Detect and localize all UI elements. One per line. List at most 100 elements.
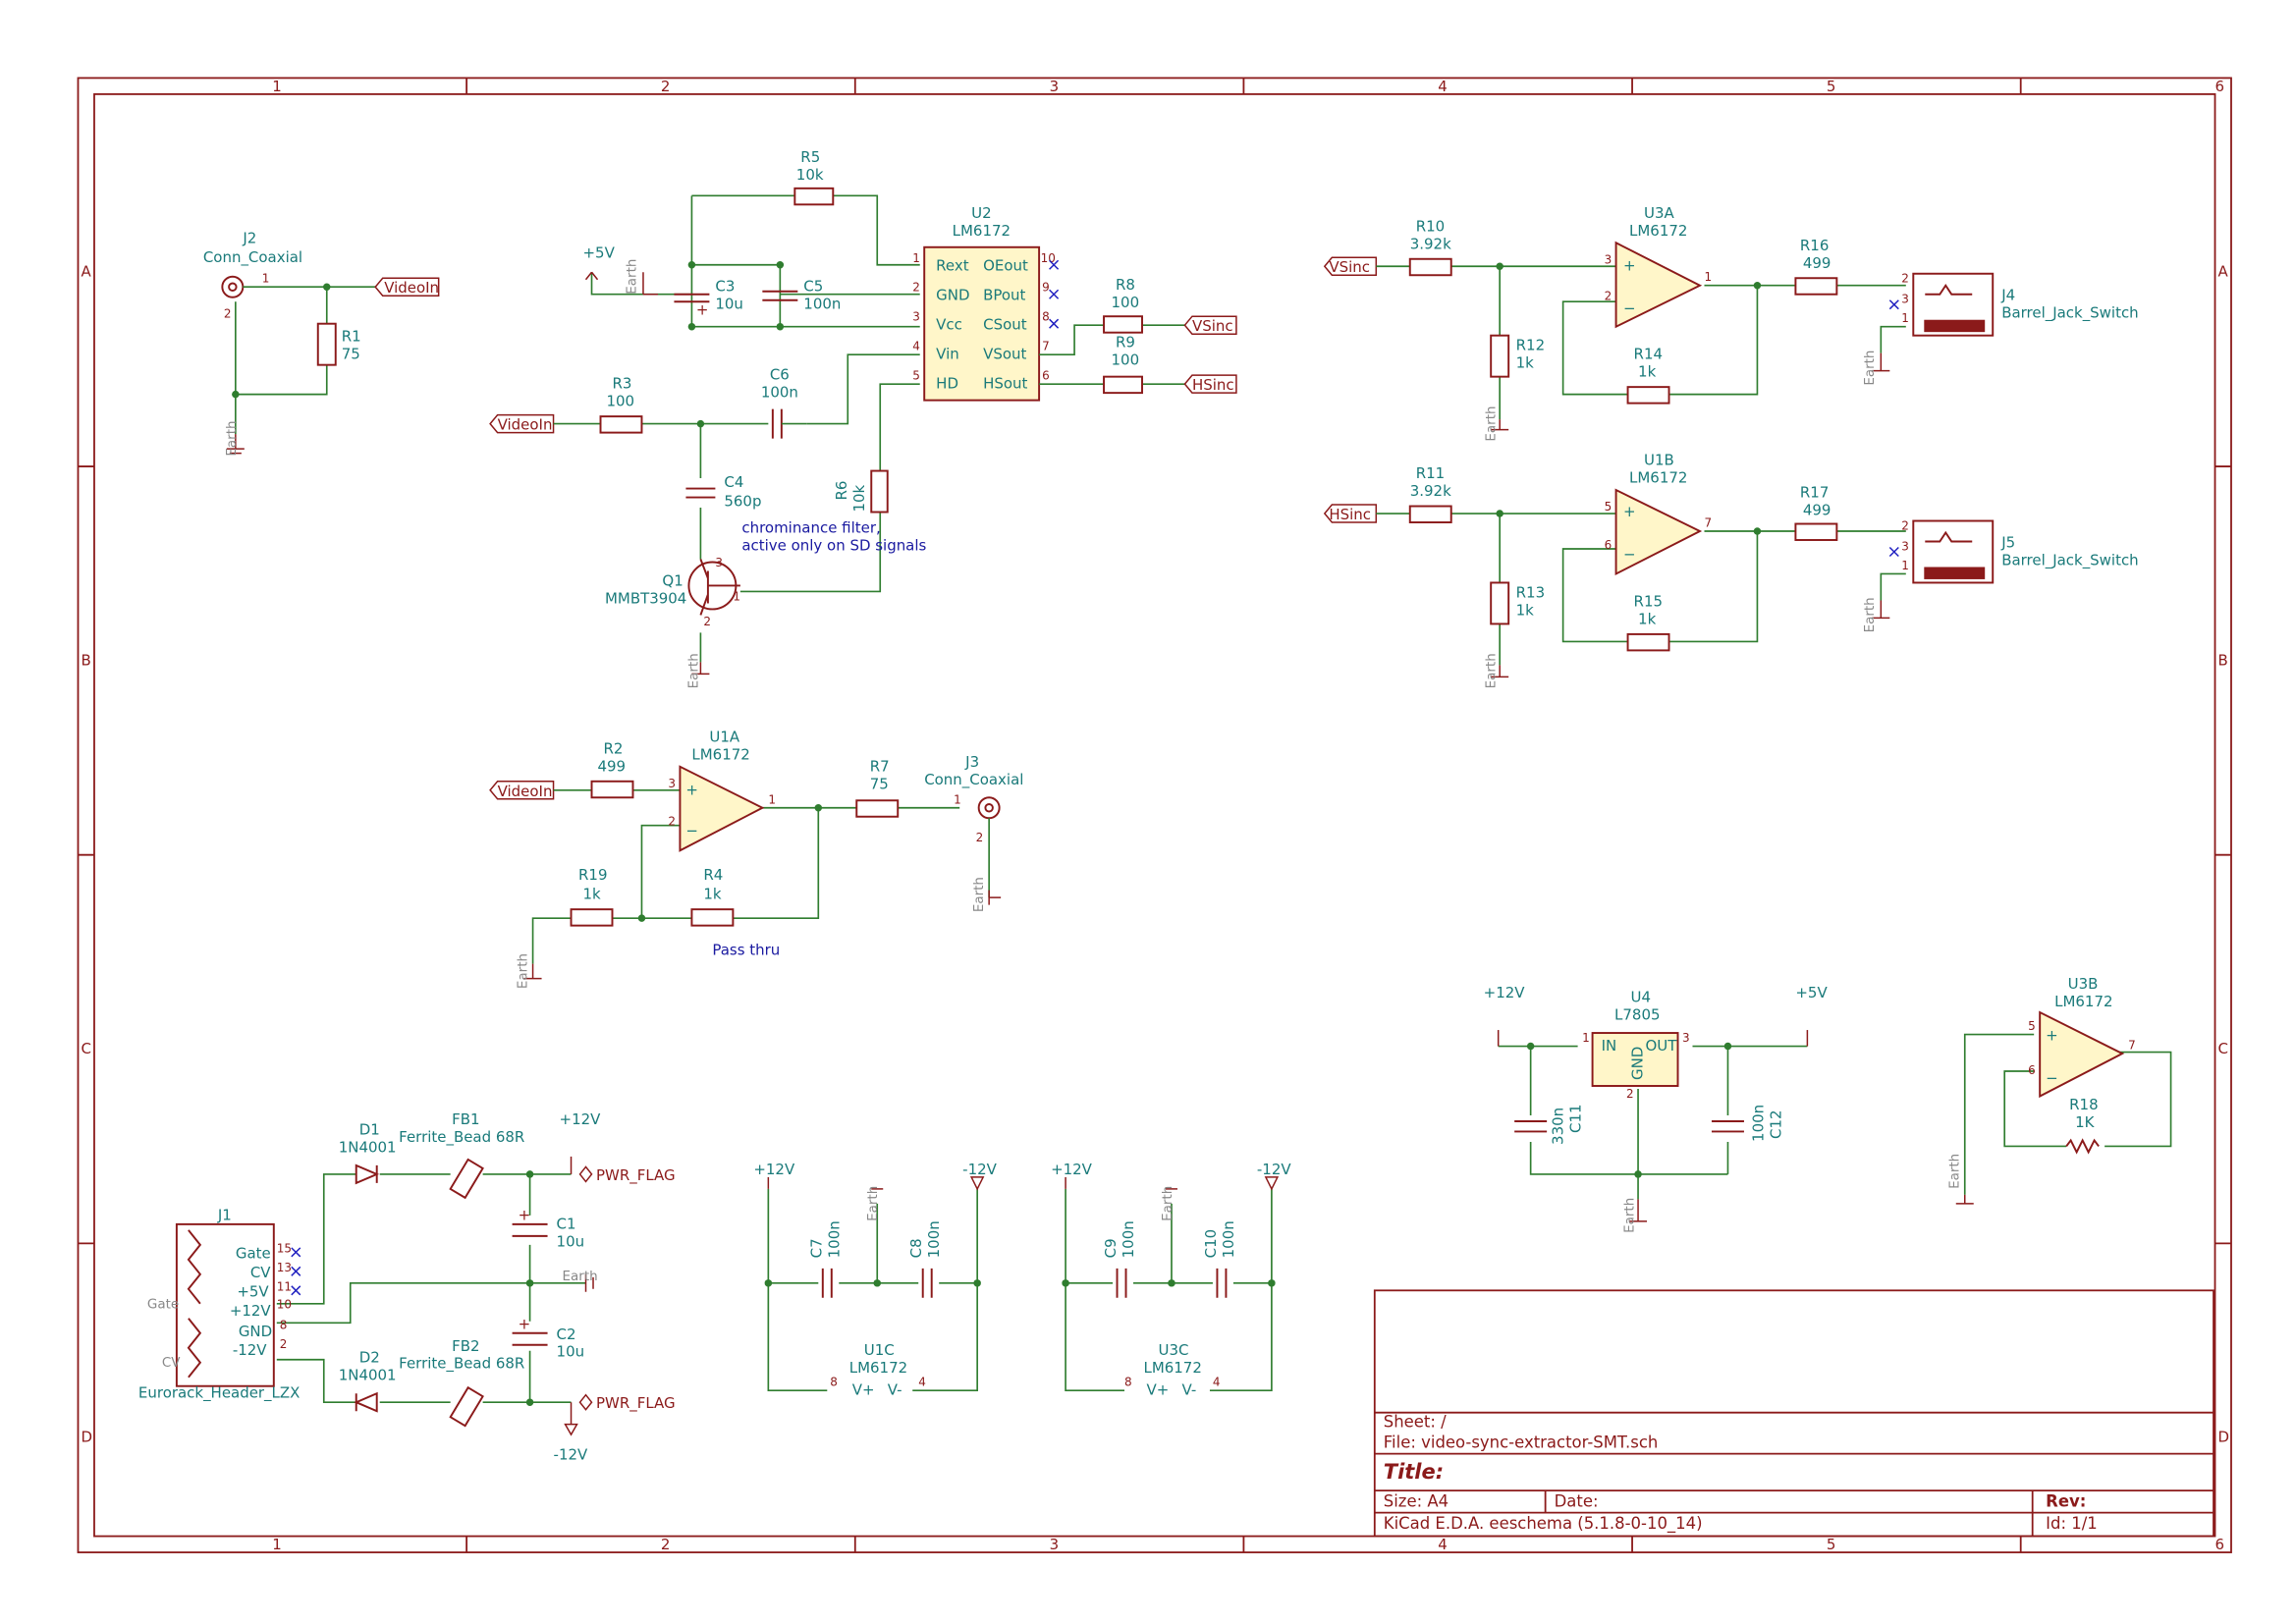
c7-capacitor[interactable]: C7 100n <box>807 1220 843 1298</box>
tb-tool: KiCad E.D.A. eeschema (5.1.8-0-10_14) <box>1384 1514 1703 1534</box>
svg-text:U1A: U1A <box>709 728 739 745</box>
svg-text:Earth: Earth <box>1862 597 1878 632</box>
svg-text:J4: J4 <box>2000 287 2015 304</box>
svg-text:8: 8 <box>830 1376 838 1389</box>
q1-transistor[interactable]: Q1 MMBT3904 321 <box>605 556 740 628</box>
r19-resistor[interactable]: R19 1k <box>570 866 614 927</box>
d1-diode[interactable]: D1 1N4001 <box>339 1120 397 1185</box>
c8-capacitor[interactable]: C8 100n <box>907 1220 943 1298</box>
r12-resistor[interactable]: R12 1k <box>1490 334 1545 378</box>
fb1-ferrite[interactable]: FB1 Ferrite_Bead 68R <box>399 1110 524 1200</box>
svg-text:C5: C5 <box>803 278 823 296</box>
svg-text:U1B: U1B <box>1644 452 1674 469</box>
svg-text:2: 2 <box>224 307 232 321</box>
c3-capacitor[interactable]: + C3 10u <box>674 278 743 319</box>
c11-capacitor[interactable]: 330n C11 <box>1514 1104 1585 1145</box>
j3-coax-output[interactable]: J3 Conn_Coaxial 12 <box>924 753 1023 844</box>
svg-text:Earth: Earth <box>1862 351 1878 386</box>
c6-capacitor[interactable]: C6 100n <box>761 366 807 439</box>
svg-text:C12: C12 <box>1767 1109 1784 1139</box>
earth-symbol: Earth <box>865 1186 884 1221</box>
svg-text:HD: HD <box>936 375 958 393</box>
r3-resistor[interactable]: R3 100 <box>599 375 643 434</box>
svg-text:Earth: Earth <box>971 877 987 912</box>
fb2-ferrite[interactable]: FB2 Ferrite_Bead 68R <box>399 1337 524 1428</box>
svg-text:10: 10 <box>277 1297 292 1311</box>
u1b-opamp[interactable]: +− U1B LM6172 567 <box>1605 452 1713 576</box>
svg-text:R16: R16 <box>1800 237 1829 254</box>
r13-resistor[interactable]: R13 1k <box>1490 581 1545 625</box>
svg-text:IN: IN <box>1602 1037 1617 1055</box>
svg-text:U4: U4 <box>1631 989 1651 1006</box>
j2-coax-input[interactable]: J2 Conn_Coaxial 12 <box>203 229 302 320</box>
svg-text:J3: J3 <box>964 753 979 771</box>
c2-capacitor[interactable]: + C2 10u <box>512 1315 585 1361</box>
u3b-opamp[interactable]: +− U3B LM6172 567 <box>2028 975 2136 1099</box>
svg-text:1N4001: 1N4001 <box>339 1138 397 1156</box>
c9-capacitor[interactable]: C9 100n <box>1102 1220 1137 1298</box>
svg-text:1k: 1k <box>1638 363 1657 381</box>
svg-text:9: 9 <box>1042 281 1050 295</box>
svg-text:+: + <box>696 301 709 319</box>
svg-text:100n: 100n <box>761 384 798 402</box>
c5-capacitor[interactable]: C5 100n <box>762 278 841 313</box>
c4-capacitor[interactable]: C4 560p <box>685 473 761 511</box>
svg-text:J2: J2 <box>242 229 256 246</box>
earth-symbol: Earth <box>1484 653 1509 688</box>
d2-diode[interactable]: D2 1N4001 <box>339 1349 397 1413</box>
u2-ic[interactable]: U2 LM6172 Rext GND Vcc Vin HD OEout BPou… <box>912 204 1056 402</box>
svg-text:Eurorack_Header_LZX: Eurorack_Header_LZX <box>138 1384 300 1403</box>
r18-resistor[interactable]: R18 1K <box>2065 1096 2100 1155</box>
j1-eurorack-header[interactable]: J1 Gate CV +5V +12V GND -12V Gate CV Eur… <box>138 1206 300 1402</box>
svg-text:100n: 100n <box>1220 1220 1237 1258</box>
plus12v-symbol: +12V <box>1484 984 1525 1047</box>
plus12v-symbol: +12V <box>753 1161 795 1189</box>
j4-barrel-jack[interactable]: J4 Barrel_Jack_Switch 231 <box>1901 272 2139 337</box>
r15-resistor[interactable]: R15 1k <box>1626 592 1670 652</box>
svg-text:VSout: VSout <box>983 346 1026 363</box>
svg-text:R6: R6 <box>833 481 850 501</box>
c12-capacitor[interactable]: 100n C12 <box>1711 1105 1784 1142</box>
svg-text:Gate: Gate <box>236 1244 271 1262</box>
svg-text:Earth: Earth <box>1160 1186 1175 1221</box>
svg-text:100n: 100n <box>825 1220 843 1258</box>
svg-text:D1: D1 <box>359 1120 380 1138</box>
svg-text:CV: CV <box>162 1355 181 1371</box>
j5-barrel-jack[interactable]: J5 Barrel_Jack_Switch 231 <box>1901 519 2139 584</box>
svg-text:+: + <box>1623 503 1636 520</box>
svg-text:10u: 10u <box>557 1343 585 1361</box>
r9-resistor[interactable]: R9 100 <box>1103 334 1143 395</box>
svg-text:1k: 1k <box>703 886 722 903</box>
r2-resistor[interactable]: R2 499 <box>590 739 634 799</box>
svg-text:C10: C10 <box>1202 1229 1220 1259</box>
c1-capacitor[interactable]: + C1 10u <box>512 1206 585 1250</box>
r17-resistor[interactable]: R17 499 <box>1794 484 1838 541</box>
svg-text:75: 75 <box>342 346 360 363</box>
r5-resistor[interactable]: R5 10k <box>793 148 835 206</box>
r14-resistor[interactable]: R14 1k <box>1626 346 1670 405</box>
u3a-opamp[interactable]: +− U3A LM6172 321 <box>1605 204 1713 329</box>
r4-resistor[interactable]: R4 1k <box>690 866 735 927</box>
r10-resistor[interactable]: R10 3.92k <box>1408 217 1452 277</box>
r8-resistor[interactable]: R8 100 <box>1103 276 1143 334</box>
r6-resistor[interactable]: R6 10k <box>833 469 889 514</box>
r11-resistor[interactable]: R11 3.92k <box>1408 464 1452 523</box>
earth-symbol: Earth <box>624 259 658 296</box>
svg-text:C9: C9 <box>1102 1238 1120 1258</box>
svg-text:C8: C8 <box>907 1238 925 1258</box>
chroma-note: chrominance filter, active only on SD si… <box>741 519 926 555</box>
svg-text:FB2: FB2 <box>452 1337 479 1355</box>
svg-text:PWR_FLAG: PWR_FLAG <box>596 1166 676 1185</box>
c10-capacitor[interactable]: C10 100n <box>1202 1220 1237 1298</box>
svg-text:C6: C6 <box>770 366 790 384</box>
r7-resistor[interactable]: R7 75 <box>855 757 900 818</box>
r16-resistor[interactable]: R16 499 <box>1794 237 1838 296</box>
svg-text:CSout: CSout <box>983 316 1027 334</box>
earth-symbol: Earth <box>1947 1154 1974 1205</box>
r1-resistor[interactable]: R1 75 <box>316 322 361 366</box>
svg-text:499: 499 <box>1803 254 1831 272</box>
u1a-opamp[interactable]: +− U1A LM6172 321 <box>668 728 776 852</box>
